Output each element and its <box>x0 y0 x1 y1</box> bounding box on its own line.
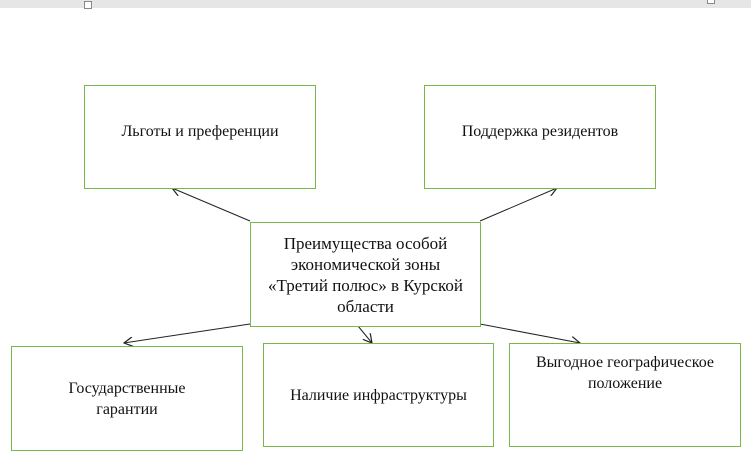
node-infrastructure: Наличие инфраструктуры <box>263 343 494 447</box>
indent-marker[interactable] <box>84 1 92 9</box>
arrow-to-support <box>479 188 557 222</box>
arrow-to-benefits <box>172 188 251 222</box>
ruler <box>0 0 751 8</box>
node-center: Преимущества особой экономической зоны «… <box>250 222 481 327</box>
node-resident-support: Поддержка резидентов <box>424 85 656 189</box>
node-benefits: Льготы и преференции <box>84 85 316 189</box>
node-geographic-location: Выгодное географическое положение <box>509 343 741 447</box>
arrow-to-infrastructure <box>357 325 372 343</box>
right-indent-marker[interactable] <box>707 0 715 4</box>
arrow-to-guarantees <box>124 323 251 343</box>
arrow-to-location <box>479 323 580 343</box>
node-state-guarantees: Государственные гарантии <box>11 346 243 451</box>
